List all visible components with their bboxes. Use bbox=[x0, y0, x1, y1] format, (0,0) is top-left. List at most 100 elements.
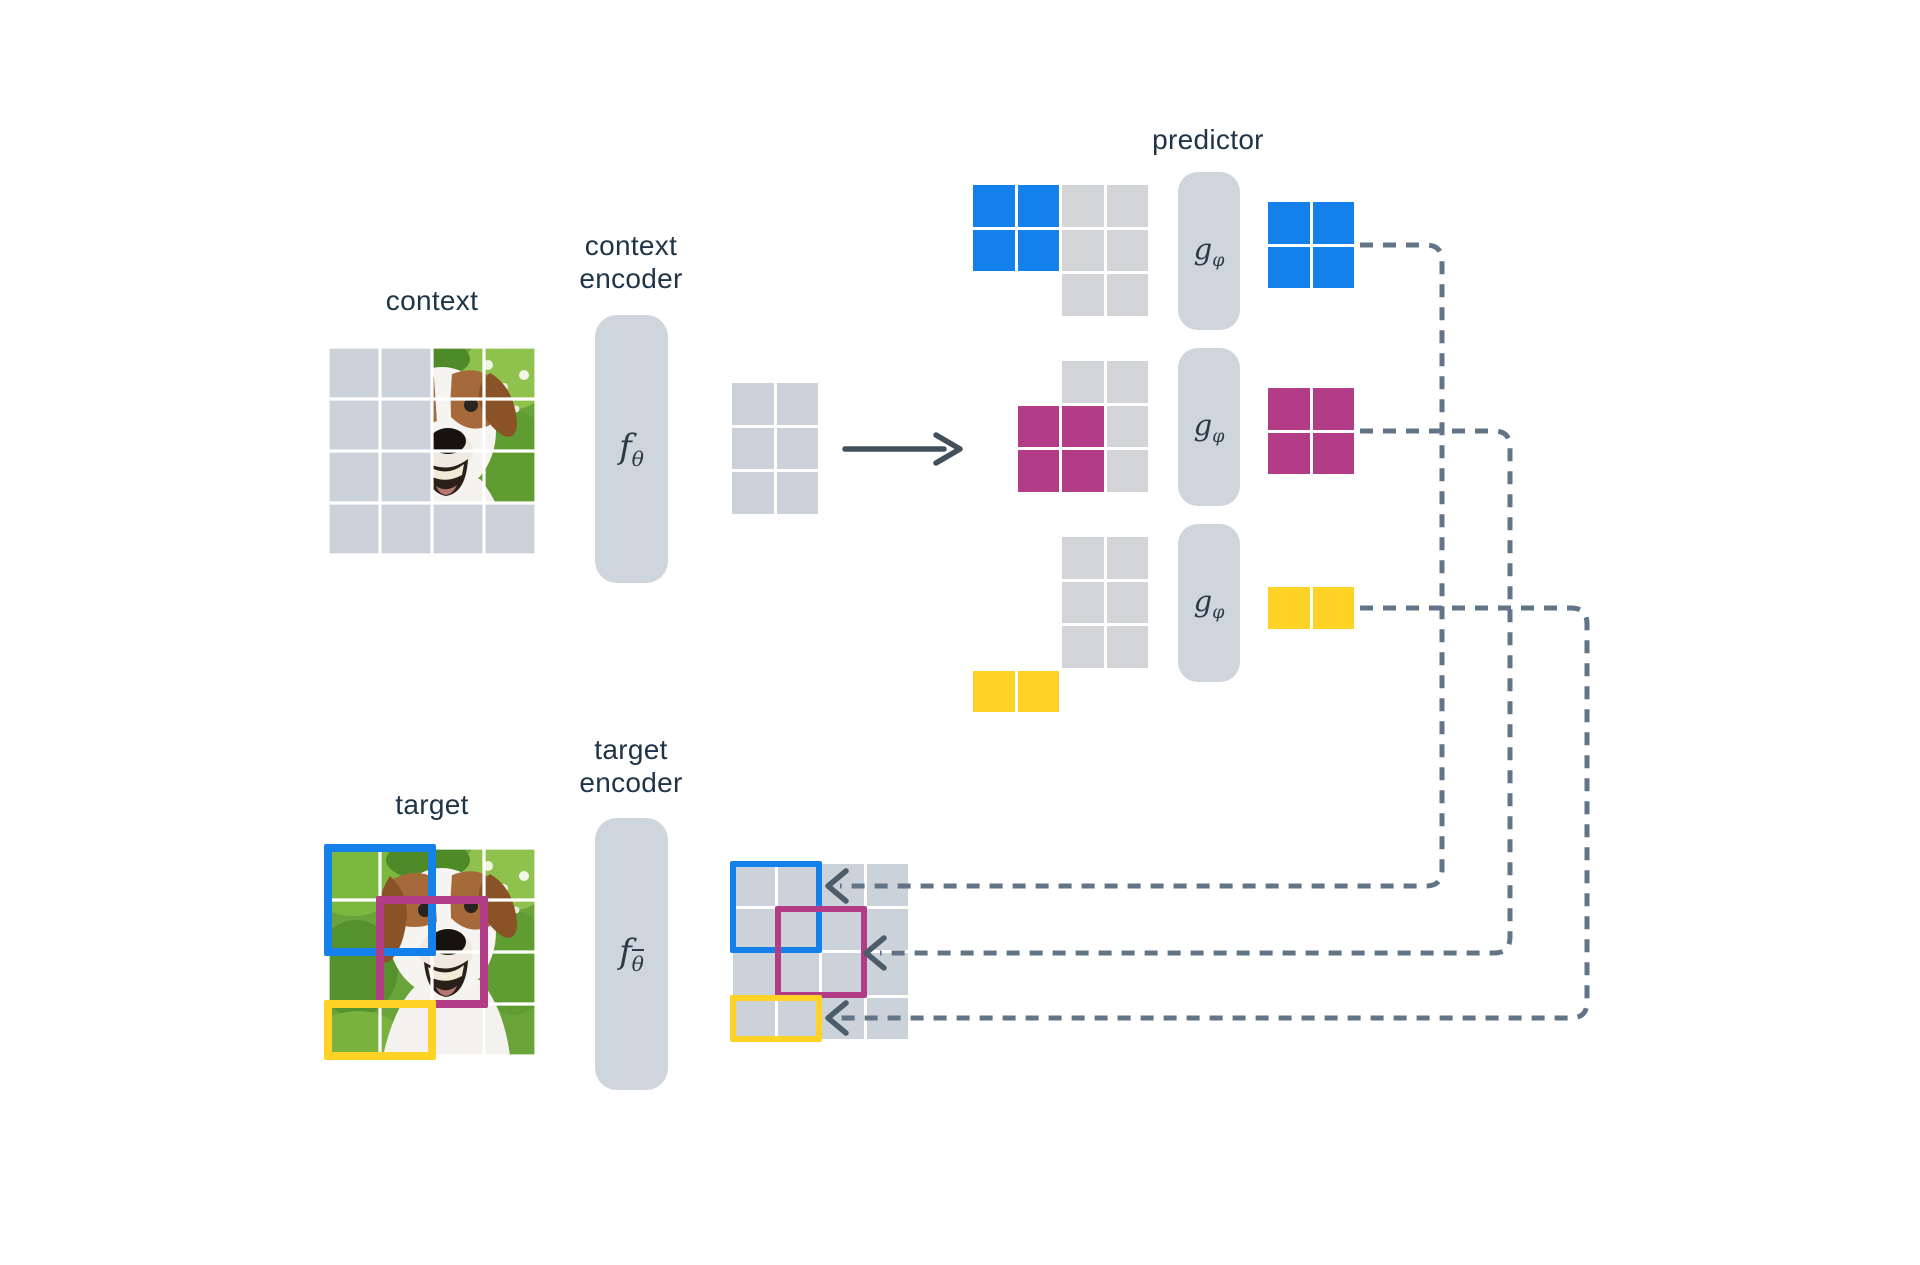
context-image-mask-grid bbox=[328, 347, 536, 555]
grid-cell-gray bbox=[777, 997, 819, 1039]
grid-cell-gray bbox=[328, 347, 380, 399]
context-to-predictor-arrowhead bbox=[933, 432, 963, 466]
context-encoder-label-line1: context bbox=[584, 230, 678, 261]
target-image-block-outlines bbox=[324, 844, 536, 1060]
grid-cell-gray2 bbox=[1106, 537, 1148, 579]
grid-cell-gray bbox=[733, 997, 775, 1039]
grid-cell-gray bbox=[732, 383, 774, 425]
predicted-tokens-blue bbox=[1268, 202, 1354, 288]
grid-cell-gray2 bbox=[1106, 229, 1148, 271]
grid-cell-gray2 bbox=[1062, 361, 1104, 403]
grid-cell-gray2 bbox=[1106, 274, 1148, 316]
grid-cell-magenta bbox=[1268, 388, 1310, 430]
target-encoder-label: target encoder bbox=[540, 733, 722, 799]
grid-cell-blue bbox=[1312, 246, 1354, 288]
grid-cell-gray bbox=[733, 864, 775, 906]
grid-cell-yellow bbox=[1268, 587, 1310, 629]
context-encoder-label-line2: encoder bbox=[579, 263, 683, 294]
grid-cell-blue bbox=[973, 185, 1015, 227]
grid-cell-gray2 bbox=[1106, 405, 1148, 447]
predictor-input-grid-blue bbox=[973, 185, 1148, 316]
grid-cell-blue bbox=[973, 229, 1015, 271]
grid-cell-gray bbox=[380, 451, 432, 503]
grid-cell-gray2 bbox=[1106, 361, 1148, 403]
grid-cell-yellow bbox=[1017, 670, 1059, 712]
grid-cell-blue bbox=[1017, 229, 1059, 271]
grid-cell-gray2 bbox=[1106, 450, 1148, 492]
grid-cell-gray bbox=[777, 864, 819, 906]
target-label: target bbox=[395, 789, 469, 820]
grid-cell-gray bbox=[328, 503, 380, 555]
grid-cell-gray2 bbox=[1062, 537, 1104, 579]
grid-cell-gray2 bbox=[1062, 185, 1104, 227]
grid-cell-img bbox=[484, 399, 536, 451]
grid-cell-img bbox=[432, 347, 484, 399]
grid-cell-magenta bbox=[1062, 450, 1104, 492]
target-encoder-label-line2: encoder bbox=[579, 767, 683, 798]
predictor-input-grid-yellow bbox=[973, 537, 1148, 712]
grid-cell-magenta bbox=[1062, 405, 1104, 447]
target-image bbox=[324, 844, 536, 1060]
target-encoder-box: fθ bbox=[595, 818, 668, 1090]
grid-cell-img bbox=[432, 399, 484, 451]
grid-cell-magenta bbox=[1312, 432, 1354, 474]
grid-cell-gray bbox=[380, 503, 432, 555]
grid-cell-blue bbox=[1268, 202, 1310, 244]
target-encoder-label-line1: target bbox=[594, 734, 668, 765]
grid-cell-gray bbox=[432, 503, 484, 555]
grid-cell-gray bbox=[733, 908, 775, 950]
grid-cell-gray2 bbox=[1062, 626, 1104, 668]
grid-cell-gray bbox=[776, 472, 818, 514]
grid-cell-gray bbox=[732, 472, 774, 514]
f-theta-bar-symbol: fθ bbox=[619, 932, 644, 976]
block-outline-magenta bbox=[376, 896, 488, 1008]
block-outline-magenta bbox=[774, 905, 867, 998]
grid-cell-gray bbox=[484, 503, 536, 555]
grid-cell-img bbox=[432, 451, 484, 503]
predictor-label: predictor bbox=[1152, 124, 1264, 155]
grid-cell-blue bbox=[1268, 246, 1310, 288]
grid-cell-gray bbox=[380, 399, 432, 451]
grid-cell-gray2 bbox=[1106, 581, 1148, 623]
grid-cell-img bbox=[484, 451, 536, 503]
context-encoder-box: fθ bbox=[595, 315, 668, 583]
grid-cell-blue bbox=[1312, 202, 1354, 244]
grid-cell-gray2 bbox=[1062, 229, 1104, 271]
grid-cell-yellow bbox=[1312, 587, 1354, 629]
predictor-box-magenta: gφ bbox=[1178, 348, 1240, 506]
grid-cell-gray bbox=[328, 399, 380, 451]
grid-cell-magenta bbox=[1017, 405, 1059, 447]
context-tokens-grid bbox=[732, 383, 818, 514]
grid-cell-gray bbox=[777, 953, 819, 995]
grid-cell-gray bbox=[776, 383, 818, 425]
grid-cell-magenta bbox=[1312, 388, 1354, 430]
predictor-box-blue: gφ bbox=[1178, 172, 1240, 330]
predictor-box-yellow: gφ bbox=[1178, 524, 1240, 682]
context-encoder-label: context encoder bbox=[540, 229, 722, 295]
grid-cell-gray bbox=[776, 427, 818, 469]
context-label: context bbox=[385, 285, 479, 316]
target-feature-block-outlines bbox=[730, 861, 908, 1042]
grid-cell-gray2 bbox=[1106, 185, 1148, 227]
grid-cell-gray bbox=[732, 427, 774, 469]
predictor-input-grid-magenta bbox=[973, 361, 1148, 492]
grid-cell-gray2 bbox=[1062, 274, 1104, 316]
g-phi-symbol: gφ bbox=[1193, 583, 1225, 623]
context-image bbox=[328, 347, 536, 555]
grid-cell-blue bbox=[1017, 185, 1059, 227]
grid-cell-magenta bbox=[1017, 450, 1059, 492]
g-phi-symbol: gφ bbox=[1193, 407, 1225, 447]
grid-cell-gray bbox=[380, 347, 432, 399]
grid-cell-gray bbox=[733, 953, 775, 995]
g-phi-symbol: gφ bbox=[1193, 231, 1225, 271]
grid-cell-yellow bbox=[973, 670, 1015, 712]
grid-cell-gray bbox=[777, 908, 819, 950]
grid-cell-img bbox=[484, 347, 536, 399]
f-theta-symbol: fθ bbox=[619, 427, 644, 471]
block-outline-yellow bbox=[730, 994, 822, 1042]
grid-cell-magenta bbox=[1268, 432, 1310, 474]
predicted-tokens-magenta bbox=[1268, 388, 1354, 474]
grid-cell-gray2 bbox=[1106, 626, 1148, 668]
